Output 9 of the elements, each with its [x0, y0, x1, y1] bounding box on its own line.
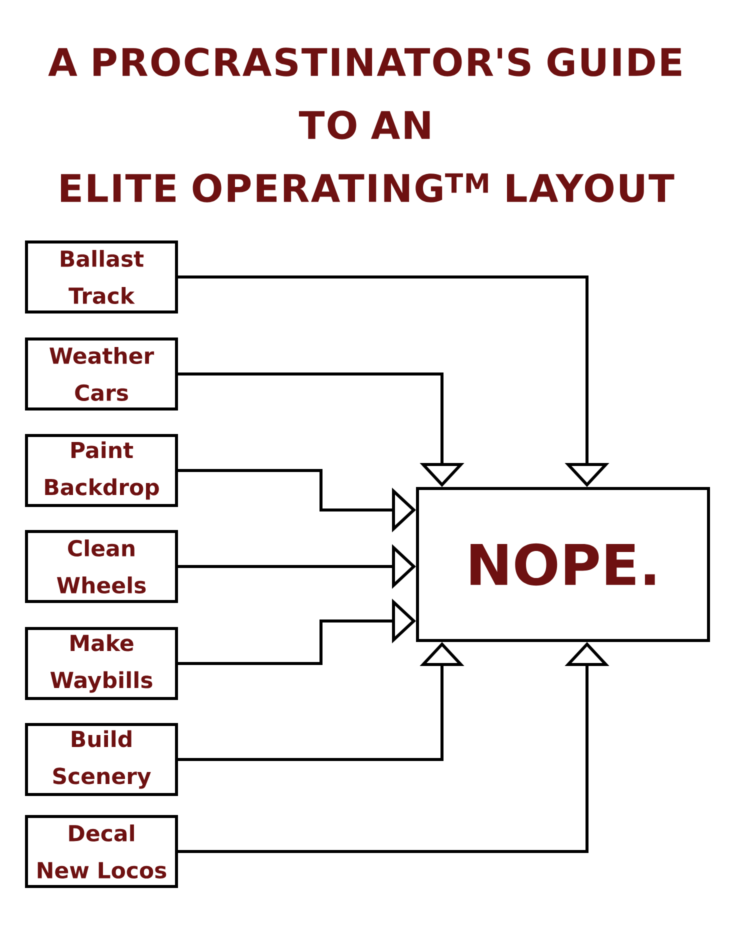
- result-box: NOPE.: [416, 487, 710, 642]
- task-box: Clean Wheels: [25, 530, 178, 603]
- task-box: Decal New Locos: [25, 815, 178, 888]
- title: A PROCRASTINATOR'S GUIDE TO AN ELITE OPERATING$^{TM}$ LAYOUT: [48, 48, 682, 202]
- task-box: Weather Cars: [25, 338, 178, 410]
- task-box: Ballast Track: [25, 240, 178, 314]
- task-box: Paint Backdrop: [25, 434, 178, 507]
- task-box: Build Scenery: [25, 723, 178, 796]
- task-box: Make Waybills: [25, 627, 178, 700]
